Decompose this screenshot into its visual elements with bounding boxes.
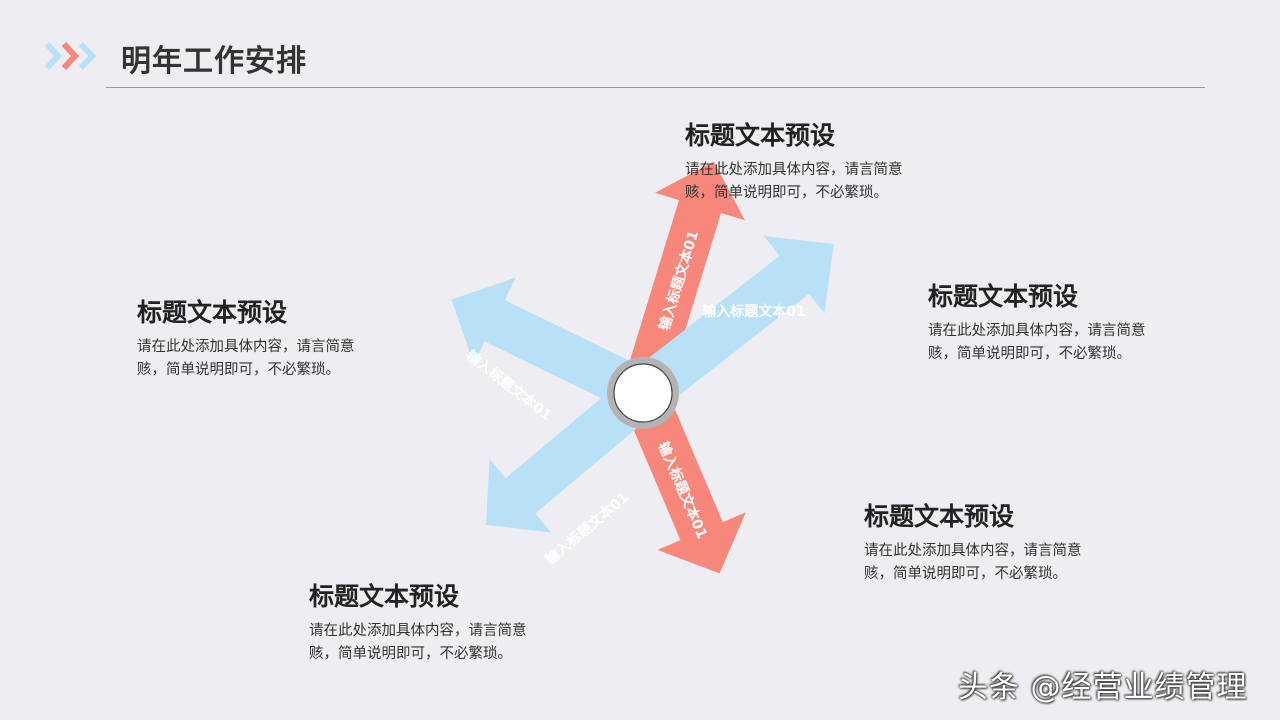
arrow-left-shape	[451, 277, 654, 414]
text-block-bottom-right: 标题文本预设 请在此处添加具体内容，请言简意 赅，简单说明即可，不必繁琐。	[864, 500, 1124, 586]
block-heading: 标题文本预设	[864, 502, 1015, 531]
block-description-line: 请在此处添加具体内容，请言简意	[928, 323, 1146, 339]
block-description: 请在此处添加具体内容，请言简意 赅，简单说明即可，不必繁琐。	[137, 336, 397, 382]
block-heading: 标题文本预设	[309, 582, 460, 611]
arrow-left	[451, 277, 654, 414]
arrow-down-right-shape	[621, 384, 746, 574]
block-description-line: 请在此处添加具体内容，请言简意	[864, 543, 1082, 559]
header-divider	[106, 87, 1205, 88]
block-heading: 标题文本预设	[928, 282, 1079, 311]
text-block-bottom-left: 标题文本预设 请在此处添加具体内容，请言简意 赅，简单说明即可，不必繁琐。	[309, 580, 569, 666]
block-description-line: 请在此处添加具体内容，请言简意	[309, 623, 527, 639]
page-title: 明年工作安排	[121, 44, 307, 79]
block-heading: 标题文本预设	[137, 298, 288, 327]
block-description-line: 赅，简单说明即可，不必繁琐。	[309, 646, 512, 662]
text-block-left: 标题文本预设 请在此处添加具体内容，请言简意 赅，简单说明即可，不必繁琐。	[137, 296, 397, 382]
block-description-line: 赅，简单说明即可，不必繁琐。	[864, 566, 1067, 582]
block-description-line: 请在此处添加具体内容，请言简意	[137, 339, 355, 355]
block-description-line: 赅，简单说明即可，不必繁琐。	[137, 362, 340, 378]
block-description: 请在此处添加具体内容，请言简意 赅，简单说明即可，不必繁琐。	[928, 320, 1188, 366]
block-description: 请在此处添加具体内容，请言简意 赅，简单说明即可，不必繁琐。	[864, 540, 1124, 586]
arrow-up-shape	[621, 161, 745, 400]
block-description: 请在此处添加具体内容，请言简意 赅，简单说明即可，不必繁琐。	[309, 620, 569, 666]
arrow-down-left-label: 输入标题文本01	[542, 489, 632, 569]
arrow-right-label: 输入标题文本01	[702, 303, 805, 320]
hub-center	[613, 363, 673, 423]
block-description-line: 赅，简单说明即可，不必繁琐。	[928, 346, 1131, 362]
block-heading: 标题文本预设	[685, 121, 836, 150]
arrow-right	[628, 236, 834, 412]
block-description: 请在此处添加具体内容，请言简意 赅，简单说明即可，不必繁琐。	[685, 159, 945, 205]
chevrons-icon	[44, 41, 97, 71]
arrow-right-shape	[628, 236, 834, 412]
text-block-right: 标题文本预设 请在此处添加具体内容，请言简意 赅，简单说明即可，不必繁琐。	[928, 280, 1188, 366]
watermark: 头条 @经营业绩管理	[958, 670, 1248, 705]
block-description-line: 赅，简单说明即可，不必繁琐。	[685, 185, 888, 201]
block-description-line: 请在此处添加具体内容，请言简意	[685, 162, 903, 178]
text-block-top: 标题文本预设 请在此处添加具体内容，请言简意 赅，简单说明即可，不必繁琐。	[685, 119, 945, 205]
